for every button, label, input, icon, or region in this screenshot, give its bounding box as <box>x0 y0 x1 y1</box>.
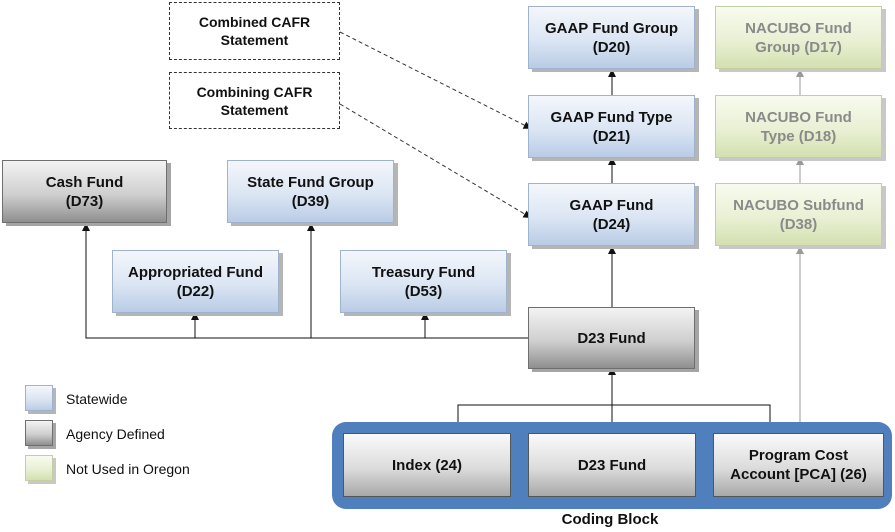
legend-swatch-not-used <box>25 455 53 481</box>
legend-label-not-used: Not Used in Oregon <box>66 461 190 477</box>
state-fund-group-node: State Fund Group (D39) <box>227 160 394 223</box>
coding-block-label: Coding Block <box>561 511 659 528</box>
gaap-fund-type-node: GAAP Fund Type (D21) <box>528 95 695 158</box>
legend-swatch-agency-defined <box>25 420 53 446</box>
d23-fund-coding-node: D23 Fund <box>528 433 696 497</box>
nacubo-fund-group-node: NACUBO Fund Group (D17) <box>715 6 882 69</box>
combined-cafr-statement: Combined CAFR Statement <box>169 2 340 60</box>
combined-to-gaap-type-arrow <box>339 31 532 129</box>
cash-fund-node: Cash Fund (D73) <box>2 160 167 223</box>
pca-node: Program Cost Account [PCA] (26) <box>713 433 884 497</box>
legend-swatch-statewide <box>25 385 53 411</box>
index-node: Index (24) <box>343 433 511 497</box>
treasury-fund-node: Treasury Fund (D53) <box>340 250 507 313</box>
gaap-fund-node: GAAP Fund (D24) <box>528 183 695 246</box>
appropriated-fund-node: Appropriated Fund (D22) <box>112 250 279 313</box>
legend-label-agency-defined: Agency Defined <box>66 426 165 442</box>
gaap-fund-group-node: GAAP Fund Group (D20) <box>528 6 695 69</box>
combining-to-gaap-fund-arrow <box>339 103 532 219</box>
legend-label-statewide: Statewide <box>66 391 128 407</box>
d23-to-cash-fund-line <box>82 223 528 339</box>
d23-fund-node: D23 Fund <box>528 307 695 369</box>
combining-cafr-statement: Combining CAFR Statement <box>169 72 340 129</box>
coding-block-bracket <box>457 404 771 433</box>
nacubo-fund-type-node: NACUBO Fund Type (D18) <box>715 95 882 158</box>
nacubo-subfund-node: NACUBO Subfund (D38) <box>715 183 882 246</box>
